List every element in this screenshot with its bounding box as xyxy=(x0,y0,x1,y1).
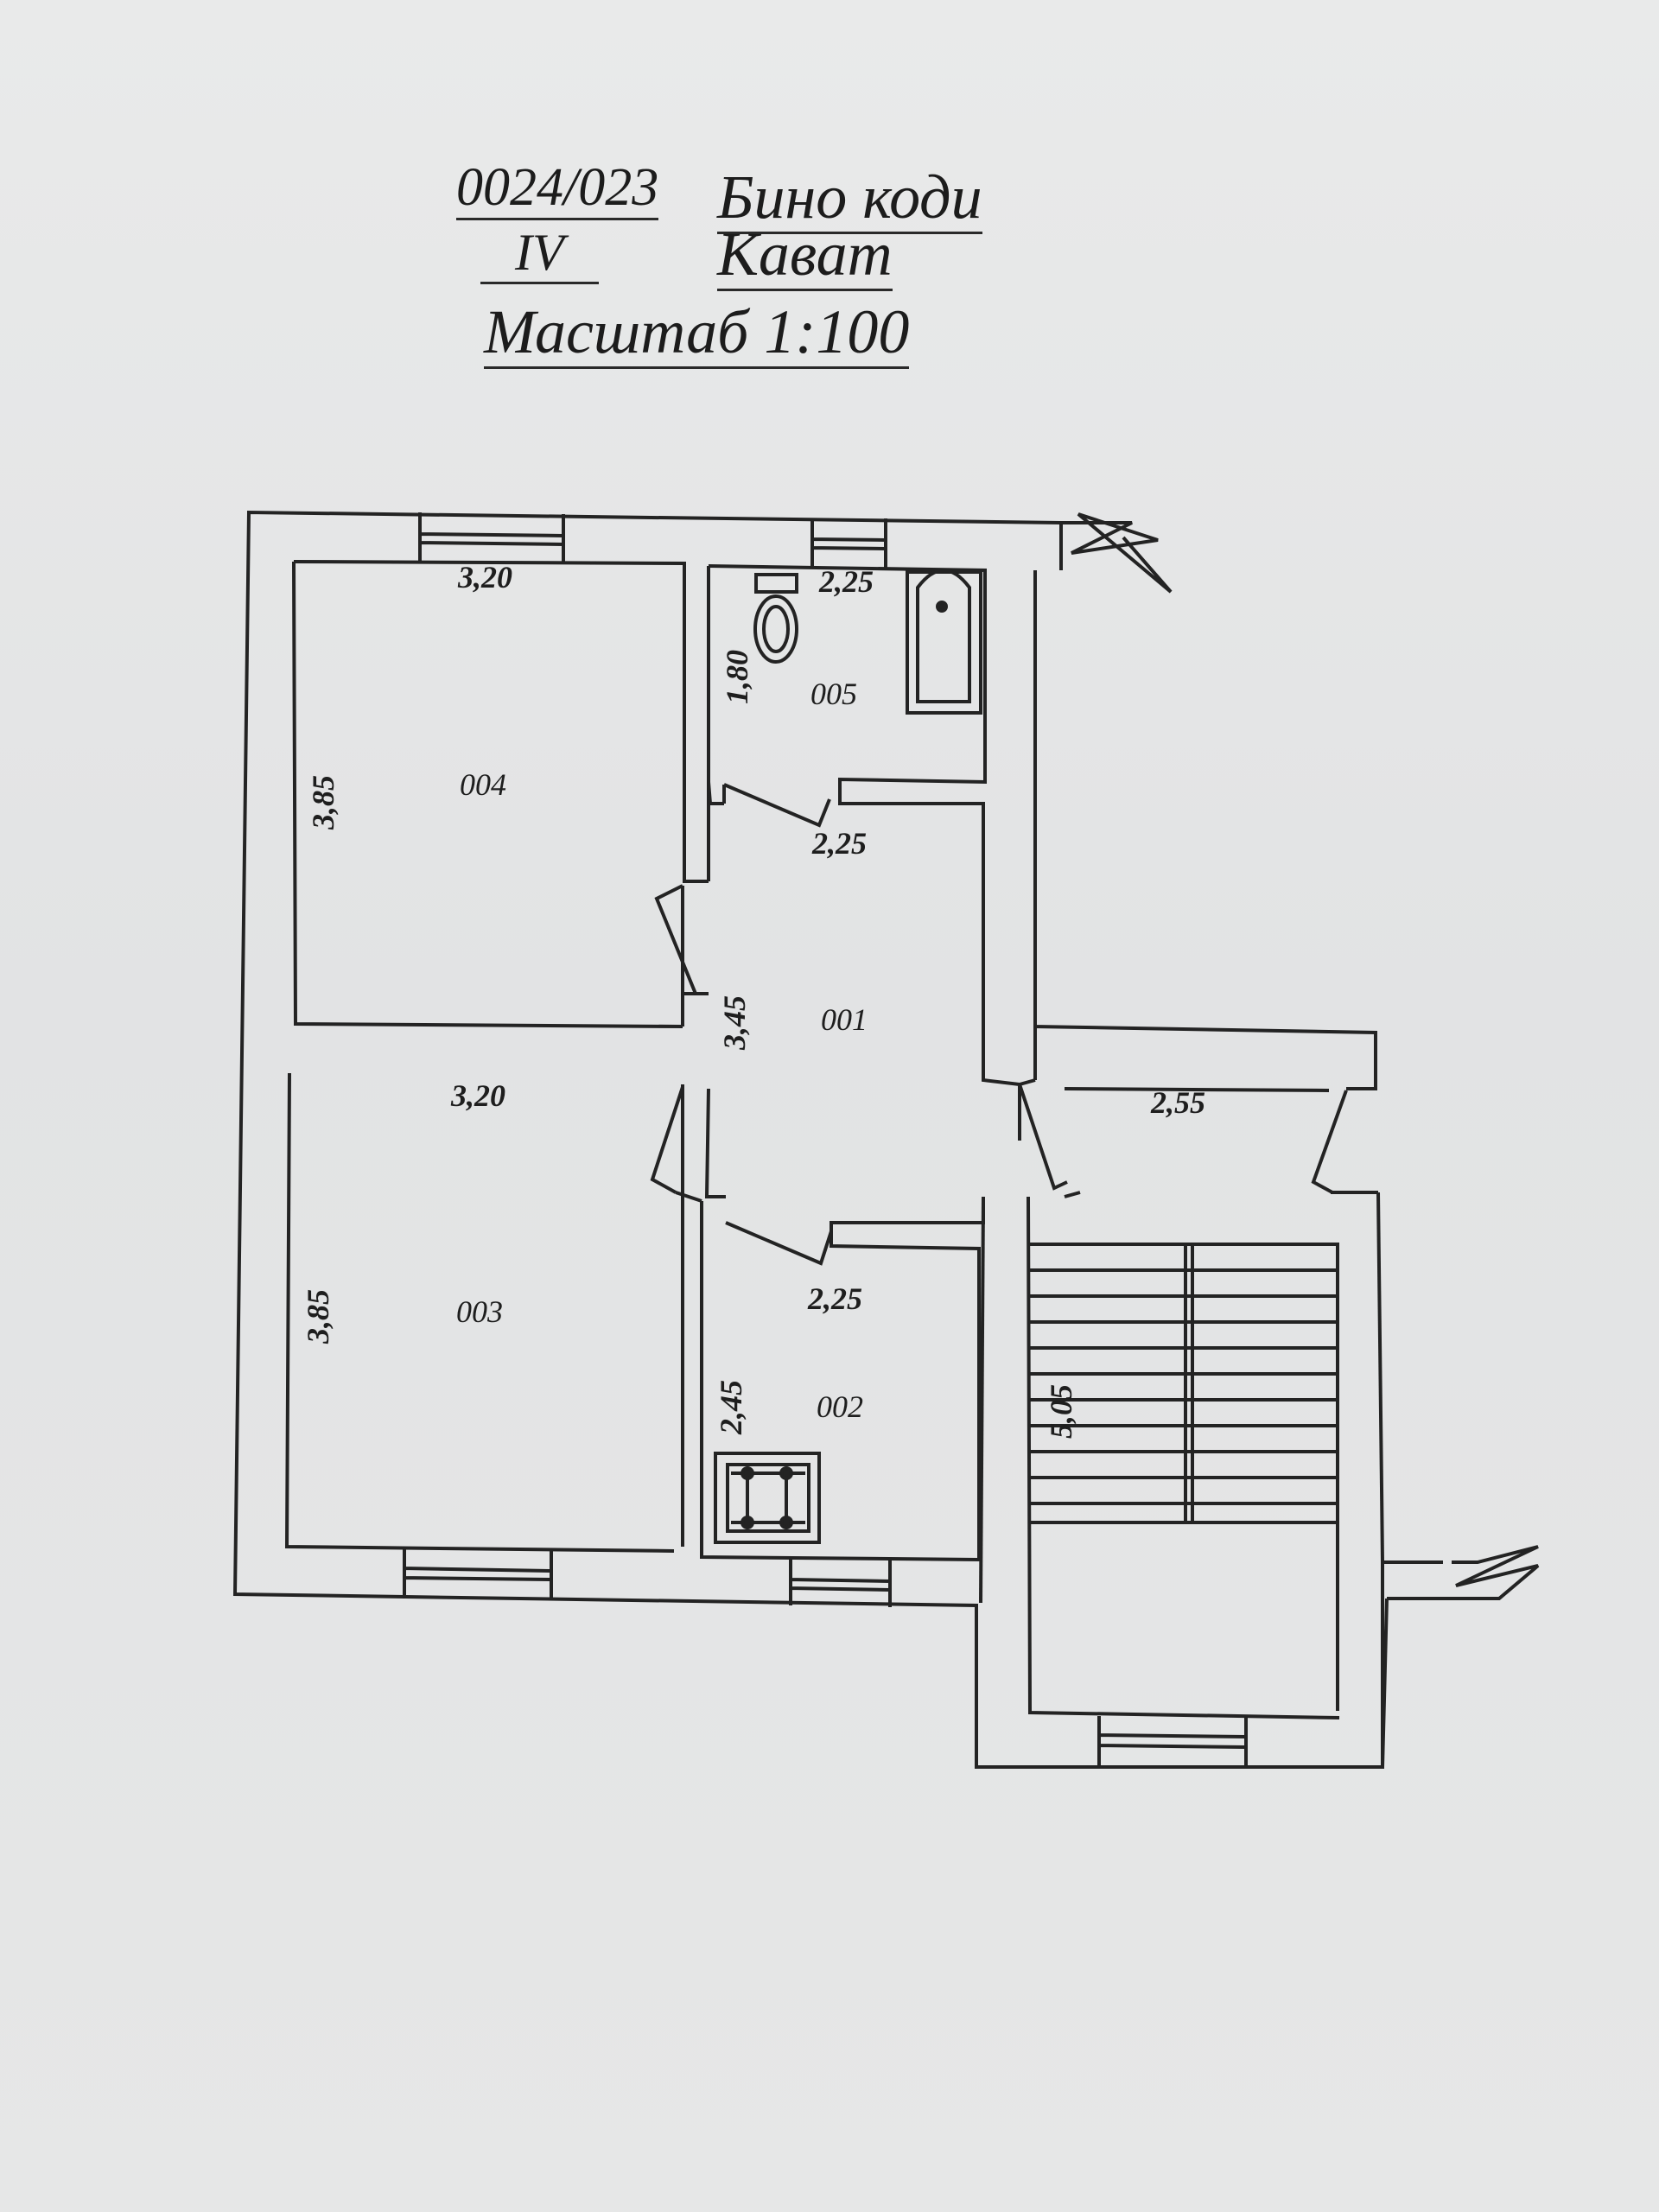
staircase-icon xyxy=(1030,1243,1339,1711)
door-entrance xyxy=(1018,1078,1068,1191)
room-label-003: 003 xyxy=(456,1294,503,1329)
door-005 xyxy=(722,783,831,828)
room-label-005: 005 xyxy=(810,677,857,711)
window-room-004 xyxy=(418,512,565,563)
window-stair xyxy=(1097,1716,1248,1767)
dim-room-002-length: 2,45 xyxy=(714,1380,748,1435)
dim-room-005-width: 2,25 xyxy=(818,564,874,599)
interior-walls xyxy=(681,564,1378,1562)
dim-room-003-length: 3,85 xyxy=(301,1289,335,1344)
dim-room-001-length: 3,45 xyxy=(717,995,752,1051)
room-label-004: 004 xyxy=(460,767,506,802)
toilet-icon xyxy=(753,573,798,664)
building-code-value: 0024/023 xyxy=(456,161,659,220)
room-label-002: 002 xyxy=(817,1389,863,1424)
dim-room-003-width: 3,20 xyxy=(450,1078,505,1113)
stove-icon xyxy=(714,1452,821,1544)
floor-value: IV xyxy=(480,226,599,284)
dim-room-004-length: 3,85 xyxy=(306,775,340,830)
floor-label: Кават xyxy=(717,223,893,291)
door-002 xyxy=(725,1221,833,1266)
dim-room-004-width: 3,20 xyxy=(457,560,512,594)
dim-room-002-width: 2,25 xyxy=(807,1281,862,1316)
dim-stair-length: 5,05 xyxy=(1044,1384,1078,1439)
window-room-003 xyxy=(403,1548,553,1600)
dim-stair-width: 2,55 xyxy=(1150,1085,1205,1120)
door-003 xyxy=(650,1086,702,1203)
door-004 xyxy=(654,880,709,995)
building-code-label: Бино коди xyxy=(717,166,982,234)
break-line-icon xyxy=(1059,512,1540,1600)
room-label-001: 001 xyxy=(821,1002,868,1037)
scale-label: Масштаб 1:100 xyxy=(484,301,910,369)
dim-room-001-width: 2,25 xyxy=(811,826,867,861)
window-room-005 xyxy=(810,518,887,568)
door-stair xyxy=(1311,1090,1348,1194)
dim-room-005-length: 1,80 xyxy=(720,650,754,704)
outer-walls xyxy=(232,510,1452,1769)
bathtub-icon xyxy=(906,569,982,715)
window-room-002 xyxy=(789,1558,892,1607)
